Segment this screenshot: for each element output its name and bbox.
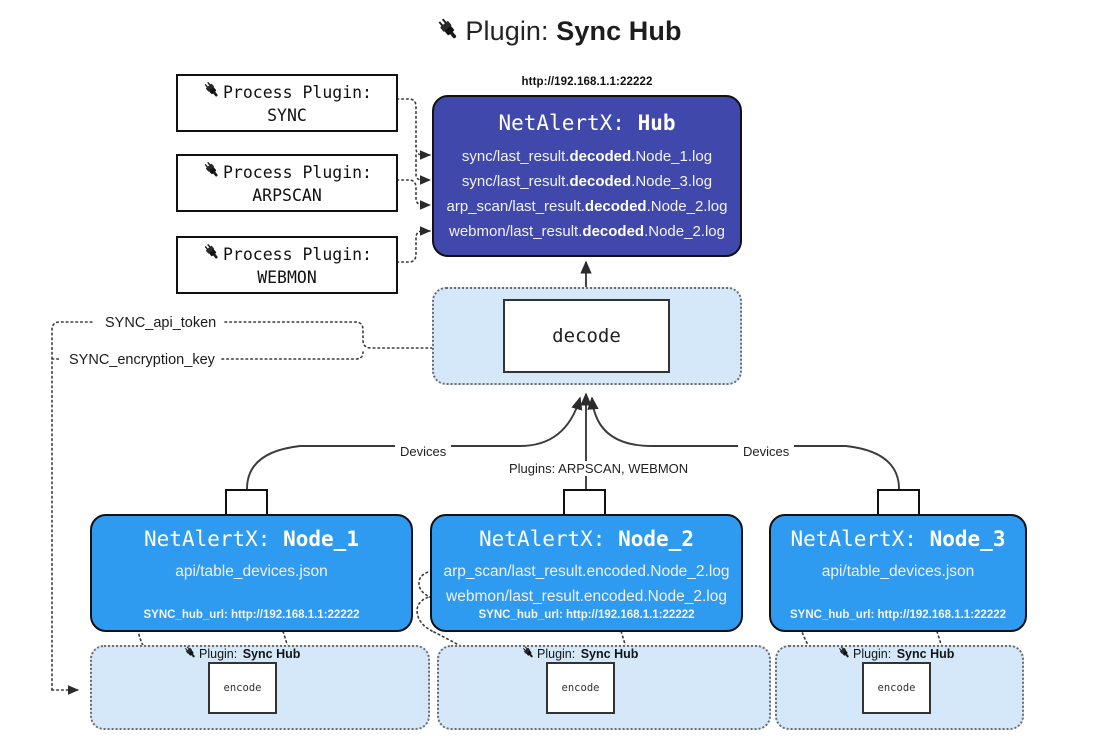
- process-plugin-name: SYNC: [267, 105, 307, 125]
- node-title: NetAlertX: Node_3: [790, 527, 1006, 551]
- process-plugin-label: Process Plugin:: [222, 82, 372, 102]
- encode-plugin-name: Sync Hub: [896, 647, 955, 661]
- encode-plugin-label-node-2: Plugin: Sync Hub: [521, 645, 638, 663]
- title-name: Sync Hub: [556, 16, 682, 46]
- plug-icon: [521, 645, 536, 663]
- node-log-list: api/table_devices.json: [771, 559, 1025, 584]
- encode-plugin-label-node-1: Plugin: Sync Hub: [183, 645, 300, 663]
- hub-log-list: sync/last_result.decoded.Node_1.log sync…: [434, 144, 740, 244]
- node-log-list: api/table_devices.json: [92, 559, 411, 584]
- edge-label-devices-left: Devices: [395, 444, 452, 459]
- node-hub-url-label: SYNC_hub_url: http://192.168.1.1:22222: [143, 609, 360, 621]
- node-hub-url-label: SYNC_hub_url: http://192.168.1.1:22222: [478, 609, 695, 621]
- edge-label-devices-right: Devices: [738, 444, 795, 459]
- node-hub-url-label: SYNC_hub_url: http://192.168.1.1:22222: [789, 609, 1007, 621]
- edge-label-plugins: Plugins: ARPSCAN, WEBMON: [504, 461, 694, 476]
- encode-group-node-2: [437, 645, 771, 730]
- plug-icon: [202, 80, 222, 105]
- hub-title-prefix: NetAlertX:: [498, 111, 625, 135]
- hub-title-name: Hub: [637, 111, 676, 135]
- node-log-line: api/table_devices.json: [821, 563, 975, 580]
- encode-plugin-prefix: Plugin:: [537, 647, 576, 661]
- process-plugin-label: Process Plugin:: [222, 162, 372, 182]
- hub-log-line: webmon/last_result.decoded.Node_2.log: [449, 223, 725, 240]
- hub-log-line: sync/last_result.decoded.Node_3.log: [461, 173, 713, 190]
- plug-icon: [435, 16, 462, 50]
- title-prefix: Plugin:: [465, 16, 549, 46]
- sync-encryption-key-label: SYNC_encryption_key: [64, 352, 220, 368]
- plug-icon: [202, 242, 222, 267]
- encode-plugin-label-node-3: Plugin: Sync Hub: [837, 645, 954, 663]
- encode-box-node-2[interactable]: encode: [546, 662, 615, 714]
- hub-box[interactable]: NetAlertX: Hub sync/last_result.decoded.…: [432, 95, 742, 257]
- process-plugin-name: WEBMON: [257, 267, 317, 287]
- encode-plugin-prefix: Plugin:: [199, 647, 238, 661]
- node-box-node-2[interactable]: NetAlertX: Node_2 arp_scan/last_result.e…: [430, 514, 743, 632]
- process-plugin-box-arpscan[interactable]: Process Plugin: ARPSCAN: [176, 154, 398, 212]
- sync-api-token-label: SYNC_api_token: [100, 315, 222, 331]
- encode-box-node-3[interactable]: encode: [862, 662, 931, 714]
- decode-box[interactable]: decode: [503, 299, 670, 373]
- page-title: Plugin: Sync Hub: [0, 16, 1117, 50]
- node-box-node-1[interactable]: NetAlertX: Node_1 api/table_devices.json…: [90, 514, 413, 632]
- plug-icon: [183, 645, 198, 663]
- process-plugin-box-sync[interactable]: Process Plugin: SYNC: [176, 74, 398, 132]
- hub-url-label: http://192.168.1.1:22222: [521, 76, 653, 88]
- encode-plugin-name: Sync Hub: [242, 647, 301, 661]
- hub-log-line: arp_scan/last_result.decoded.Node_2.log: [446, 198, 728, 215]
- encode-plugin-name: Sync Hub: [580, 647, 639, 661]
- encode-box-node-1[interactable]: encode: [208, 662, 277, 714]
- node-log-line: api/table_devices.json: [175, 563, 328, 580]
- process-plugin-label: Process Plugin:: [222, 244, 372, 264]
- encode-plugin-prefix: Plugin:: [853, 647, 892, 661]
- node-log-line: webmon/last_result.encoded.Node_2.log: [446, 588, 727, 605]
- node-box-node-3[interactable]: NetAlertX: Node_3 api/table_devices.json…: [769, 514, 1027, 632]
- plug-icon: [202, 160, 222, 185]
- node-title: NetAlertX: Node_2: [479, 527, 694, 551]
- node-log-line: arp_scan/last_result.encoded.Node_2.log: [443, 563, 730, 580]
- hub-title: NetAlertX: Hub: [434, 111, 740, 135]
- node-title: NetAlertX: Node_1: [144, 527, 359, 551]
- hub-log-line: sync/last_result.decoded.Node_1.log: [461, 148, 713, 165]
- node-log-list: arp_scan/last_result.encoded.Node_2.log …: [432, 559, 741, 609]
- process-plugin-box-webmon[interactable]: Process Plugin: WEBMON: [176, 236, 398, 294]
- plug-icon: [837, 645, 852, 663]
- process-plugin-name: ARPSCAN: [252, 185, 322, 205]
